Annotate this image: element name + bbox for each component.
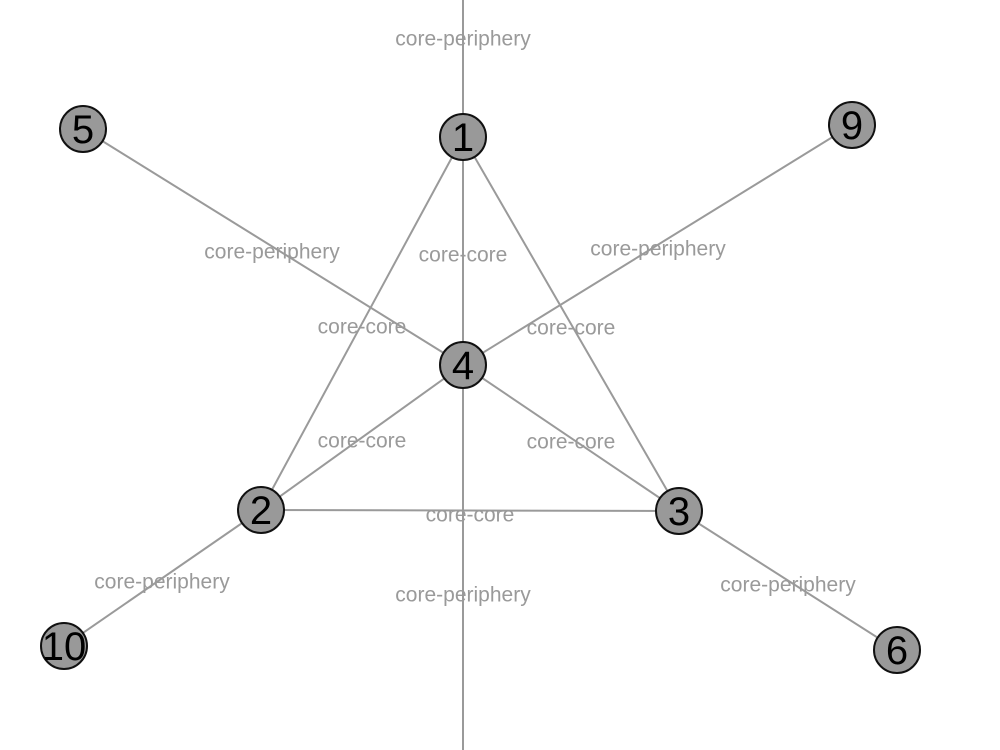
node-10: 10 xyxy=(40,622,88,670)
edge-2-3 xyxy=(260,509,680,512)
edge-label-5-4: core-periphery xyxy=(204,241,340,264)
node-9: 9 xyxy=(828,101,876,149)
node-label-4: 4 xyxy=(452,344,474,388)
edge-label-2-3: core-core xyxy=(426,504,515,527)
edge-label-9-4: core-periphery xyxy=(590,238,726,261)
edge-labels-layer: core-periphery core-core core-periphery cor… xyxy=(94,28,856,607)
node-label-6: 6 xyxy=(886,629,908,673)
edge-label-1-3: core-core xyxy=(527,317,616,340)
node-circle-6 xyxy=(873,626,921,674)
node-circle-9 xyxy=(828,101,876,149)
node-label-1: 1 xyxy=(452,116,474,160)
node-1: 1 xyxy=(439,113,487,161)
edge-9-4 xyxy=(462,124,853,366)
node-circle-4 xyxy=(439,341,487,389)
node-label-2: 2 xyxy=(250,489,272,533)
edge-3-6 xyxy=(678,510,898,651)
edge-label-4-2: core-core xyxy=(318,430,407,453)
edge-label-2-10: core-periphery xyxy=(94,571,230,594)
edge-4-2 xyxy=(260,364,464,511)
node-3: 3 xyxy=(655,487,703,535)
edge-label-4-bottom-edge: core-periphery xyxy=(395,584,531,607)
node-4: 4 xyxy=(439,341,487,389)
node-label-9: 9 xyxy=(841,104,863,148)
edge-1-2 xyxy=(260,136,464,511)
node-5: 5 xyxy=(59,105,107,153)
edge-label-1-2: core-core xyxy=(318,316,407,339)
edge-5-4 xyxy=(82,128,464,366)
edge-label-top-edge-1: core-periphery xyxy=(395,28,531,51)
node-6: 6 xyxy=(873,626,921,674)
edge-label-4-3: core-core xyxy=(527,431,616,454)
node-label-3: 3 xyxy=(668,490,690,534)
node-circle-2 xyxy=(237,486,285,534)
edge-label-3-6: core-periphery xyxy=(720,574,856,597)
node-circle-5 xyxy=(59,105,107,153)
edge-4-3 xyxy=(462,364,680,512)
edges-layer xyxy=(63,0,898,750)
node-label-10: 10 xyxy=(42,625,87,669)
node-2: 2 xyxy=(237,486,285,534)
node-label-5: 5 xyxy=(72,108,94,152)
nodes-layer: 1 2 3 4 5 6 9 10 xyxy=(40,101,921,674)
node-circle-10 xyxy=(40,622,88,670)
node-circle-3 xyxy=(655,487,703,535)
edge-2-10 xyxy=(63,509,262,647)
edge-1-3 xyxy=(462,136,680,512)
node-circle-1 xyxy=(439,113,487,161)
edge-label-1-4: core-core xyxy=(419,244,508,267)
